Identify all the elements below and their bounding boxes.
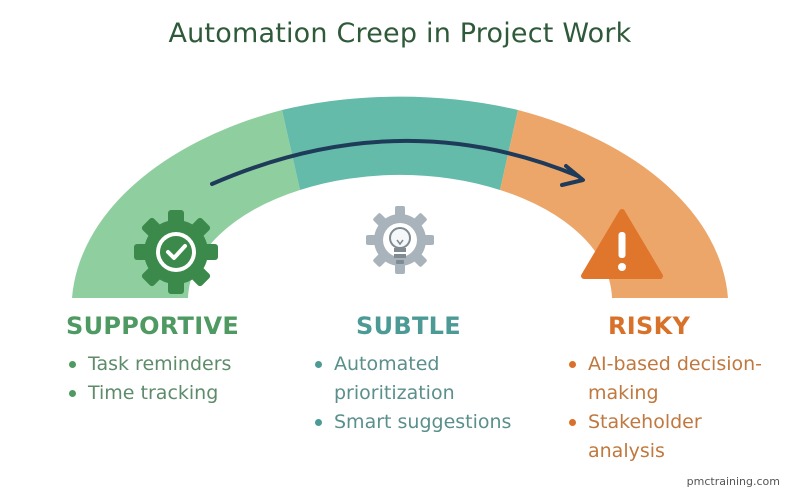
list-item: AI-based decision-making (566, 350, 778, 408)
arc-segment-risky (500, 110, 728, 298)
stage-label: SUPPORTIVE (66, 312, 240, 340)
list-item: Smart suggestions (312, 408, 572, 437)
bullet-dot (69, 390, 76, 397)
list-item-text: Smart suggestions (334, 411, 512, 433)
list-item: Task reminders (66, 350, 326, 379)
list-item: Time tracking (66, 379, 326, 408)
lightbulb-gear-icon (366, 206, 434, 274)
bullet-dot (315, 419, 322, 426)
list-item: Stakeholder analysis (566, 408, 758, 466)
stage-risky: RISKY AI-based decision-making Stakehold… (566, 312, 776, 466)
arc-segment-supportive (72, 110, 300, 298)
arc-segment-subtle (282, 96, 518, 190)
page-title: Automation Creep in Project Work (168, 18, 632, 49)
warning-triangle-icon (581, 209, 663, 279)
stage-supportive: SUPPORTIVE Task reminders Time tracking (66, 312, 326, 408)
list-item-text: Task reminders (88, 353, 232, 375)
arrow-head (560, 164, 585, 187)
footer-site-link[interactable]: pmctraining.com (686, 475, 780, 488)
bullet-dot (69, 361, 76, 368)
list-item-text: Automated prioritization (334, 353, 455, 404)
bullet-dot (315, 361, 322, 368)
stage-subtle: SUBTLE Automated prioritization Smart su… (312, 312, 572, 437)
bullet-dot (569, 361, 576, 368)
list-item: Automated prioritization (312, 350, 504, 408)
bullet-dot (569, 419, 576, 426)
automation-arc-diagram (72, 96, 728, 298)
progression-arrow (210, 138, 580, 186)
list-item-text: AI-based decision-making (588, 353, 763, 404)
stage-label: RISKY (608, 312, 691, 340)
list-item-text: Stakeholder analysis (588, 411, 702, 462)
gear-check-icon (134, 210, 218, 294)
stage-label: SUBTLE (356, 312, 461, 340)
list-item-text: Time tracking (88, 382, 219, 404)
